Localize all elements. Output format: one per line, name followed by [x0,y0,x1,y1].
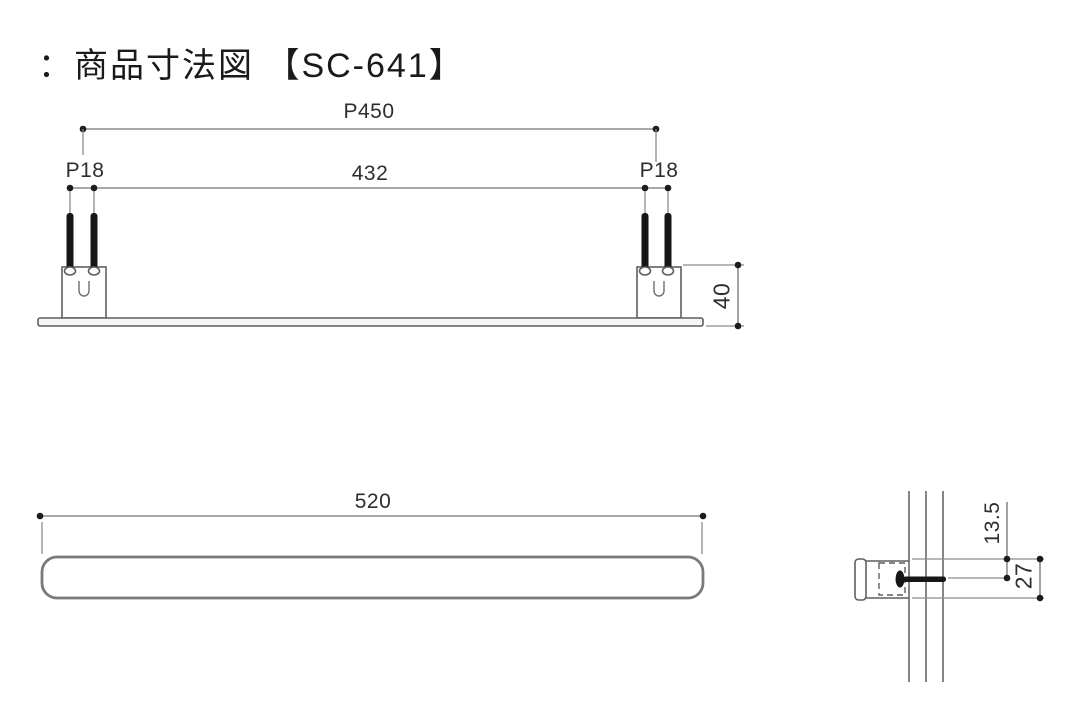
dimension-dot [699,512,707,520]
mounting-pin [664,213,672,271]
dimension-dot [1036,555,1044,563]
pin-socket [63,266,77,276]
pin-socket [661,266,675,276]
dimension-dot [1003,574,1011,582]
screw-shaft [903,576,946,582]
post-hole-outline [653,281,665,297]
dimension-dot [1003,555,1011,563]
height-dimension-label: 40 [708,282,735,310]
p450-dimension-label: P450 [343,100,395,123]
pin-socket [87,266,101,276]
depth-dimension-label: 27 [1010,562,1037,590]
p18-right-dimension-label: P18 [639,159,679,182]
dimension-dot [641,184,649,192]
length-dimension-label: 520 [354,490,392,513]
dimension-dot [36,512,44,520]
dimension-dot [90,184,98,192]
base-plate [37,317,704,327]
bracket-end-cap [854,558,867,601]
section-view-drawing [854,491,1044,682]
mounting-pin [66,213,74,271]
dimension-dot [66,184,74,192]
front-view-drawing [37,125,744,330]
offset-dimension-label: 13.5 [981,501,1004,545]
inner-span-dimension-label: 432 [351,162,389,185]
screw-head [895,570,905,588]
dimension-dot [1036,594,1044,602]
plan-view-drawing [36,512,707,600]
towel-bar-outline [40,555,705,600]
mounting-pin [90,213,98,271]
dimension-dot [734,322,742,330]
mounting-pin [641,213,649,271]
pin-socket [638,266,652,276]
dimension-dot [734,261,742,269]
post-hole-outline [78,281,90,297]
dimension-dot [664,184,672,192]
page-title: ：商品寸法図 【SC-641】 [38,47,465,85]
p18-left-dimension-label: P18 [65,159,105,182]
